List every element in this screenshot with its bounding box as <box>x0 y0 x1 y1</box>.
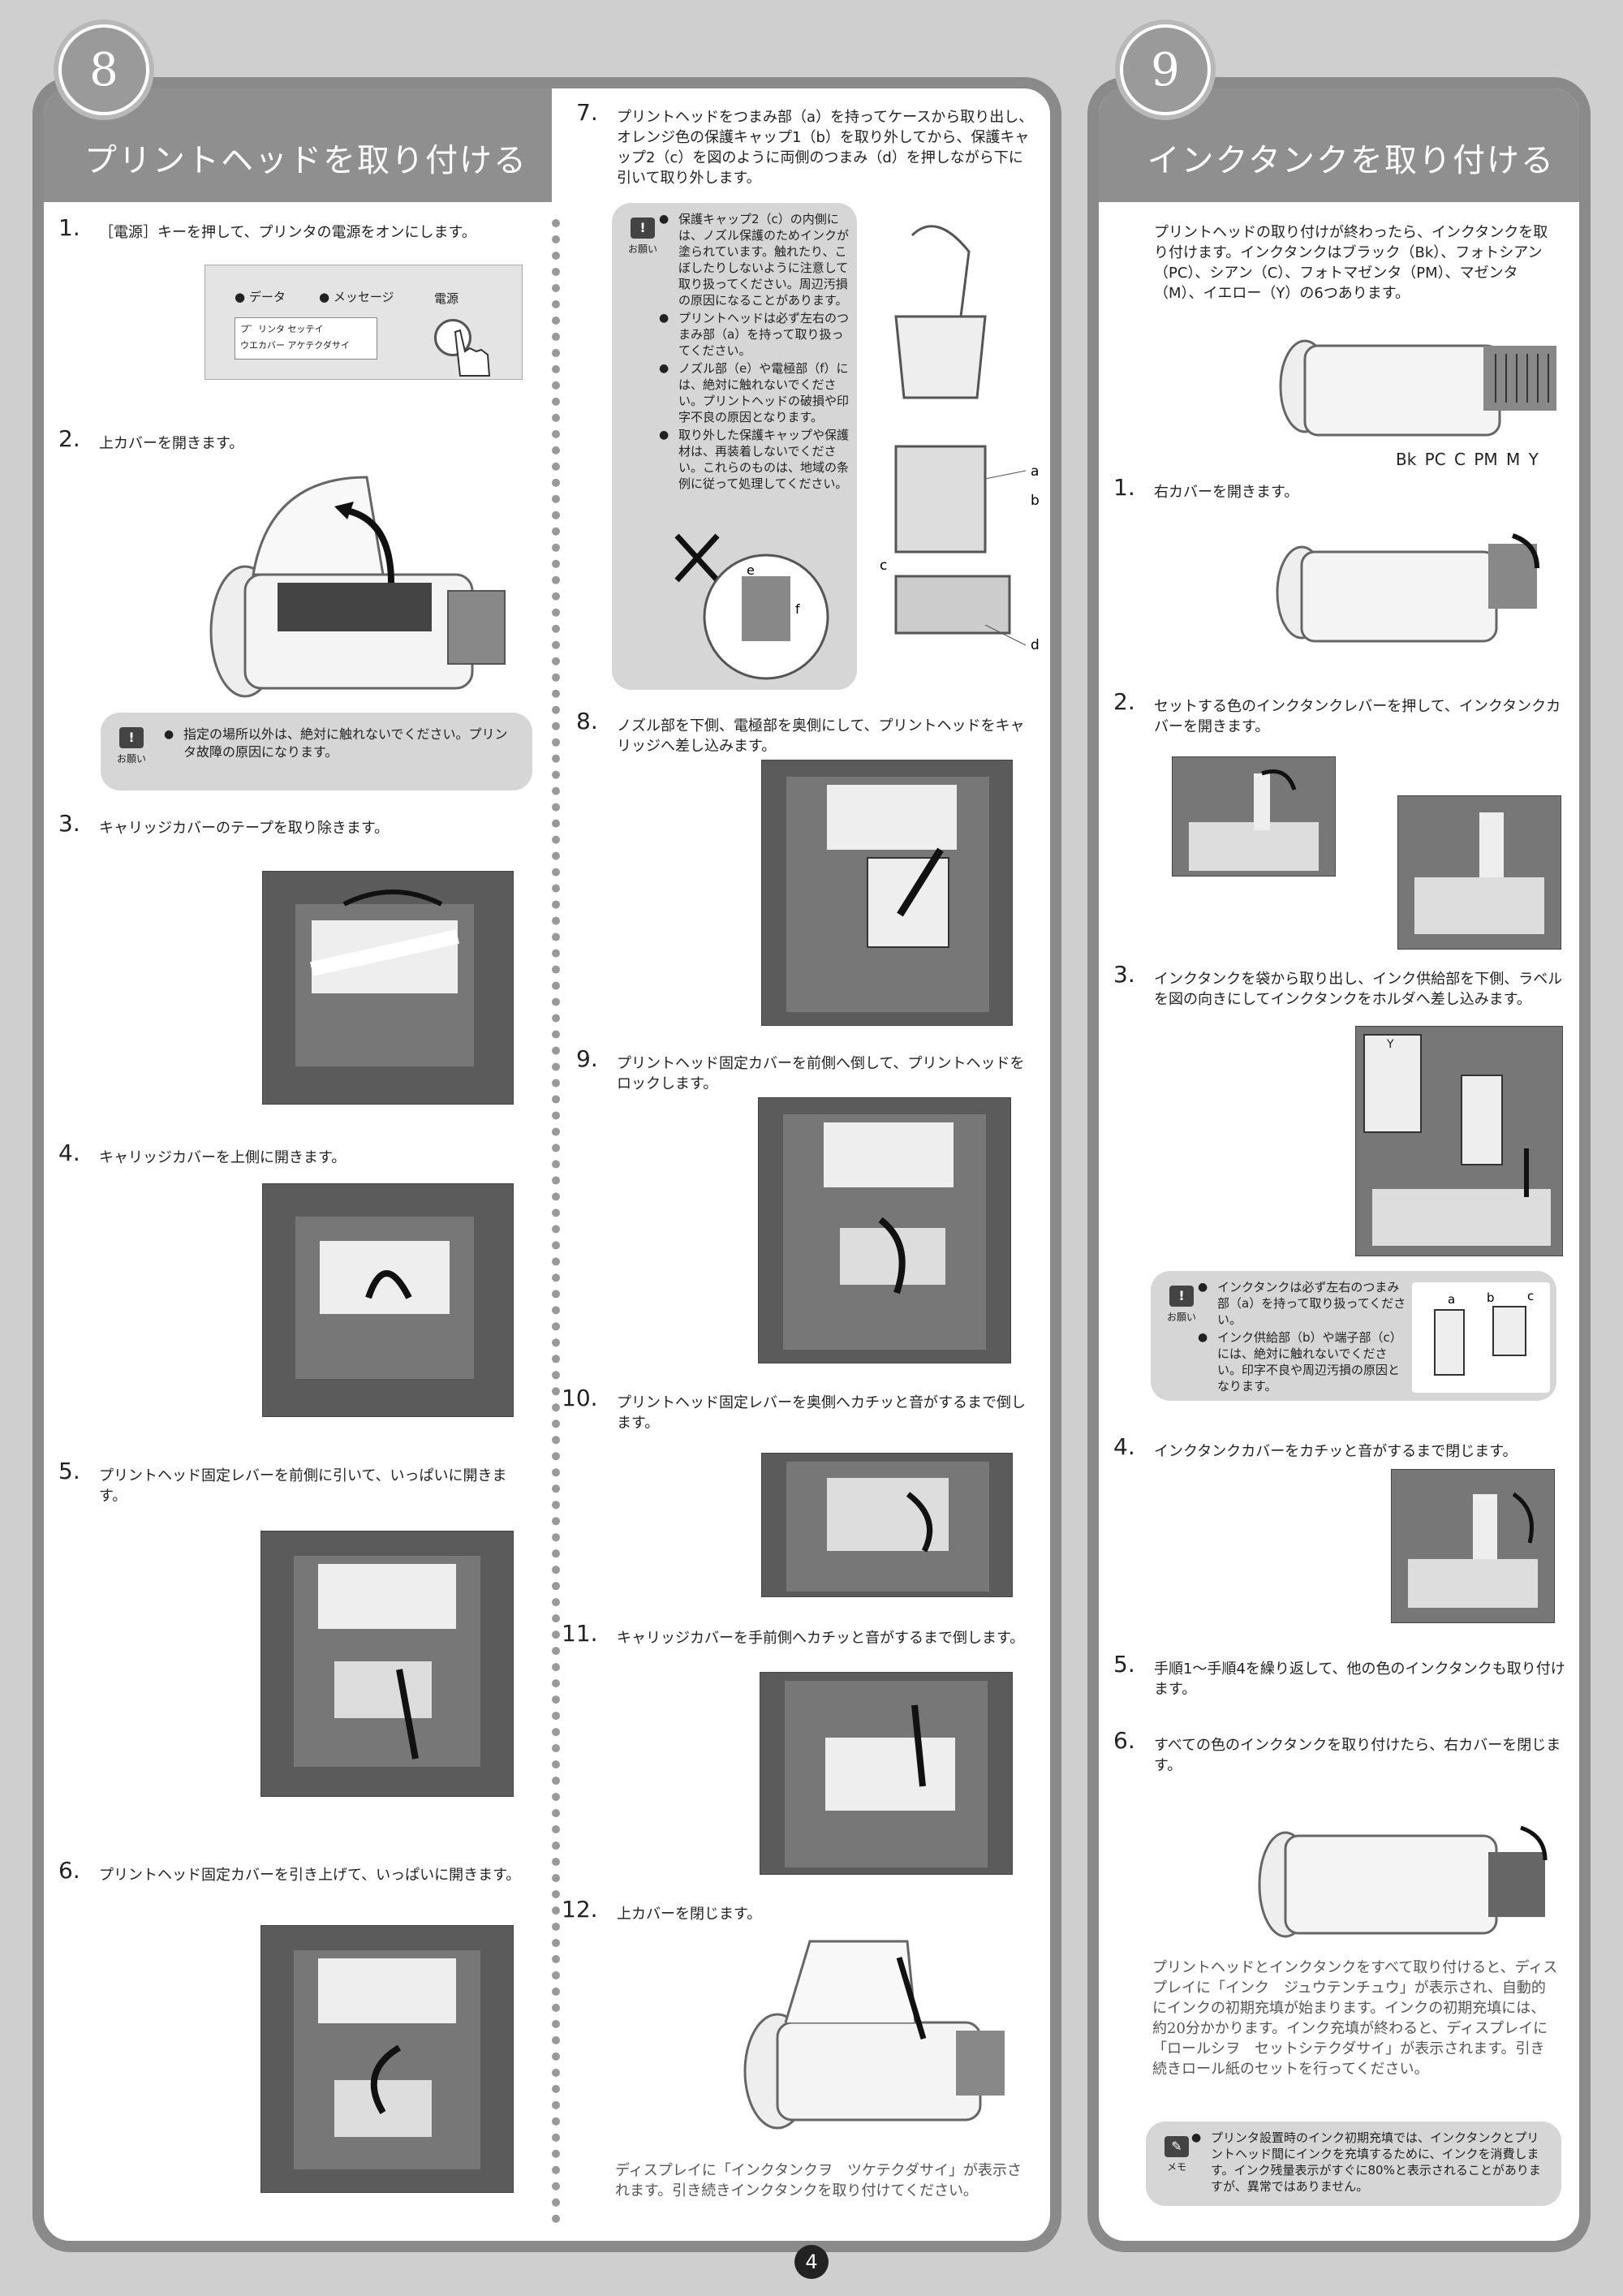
section-8-closing: ディスプレイに「インクタンクヲ ツケテクダサイ」が表示されます。引き続きインクタ… <box>615 2162 1022 2199</box>
step-9-1: 1. 右カバーを開きます。 <box>1113 474 1299 502</box>
note-step-8-7: !お願い 保護キャップ2（c）の内側には、ノズル保護のためインクが塗られています… <box>612 203 857 690</box>
ink-cover-open-figure <box>1397 795 1561 950</box>
fig-letter-f: f <box>795 601 800 617</box>
step-8-2: 2. 上カバーを開きます。 <box>58 425 244 453</box>
control-panel-figure: ● データ ● メッセージ 電源 プ゛リンタ セッテイ ウエカバー アケテクダサ… <box>204 265 523 380</box>
fig-letter-d: d <box>1031 637 1040 653</box>
power-button[interactable] <box>434 319 471 356</box>
close-top-cover-figure <box>737 1933 1013 2133</box>
step-8-12: 12. 上カバーを閉じます。 <box>562 1896 762 1923</box>
lcd-line-2: ウエカバー アケテクダサイ <box>240 340 350 351</box>
ink-fig-letter-c: c <box>1527 1289 1534 1303</box>
open-right-cover-figure <box>1269 519 1561 657</box>
section-8-badge: 8 <box>58 24 149 115</box>
step-9-6: 6. すべての色のインクタンクを取り付けたら、右カバーを閉じます。 <box>1113 1727 1561 1775</box>
lock-head-figure <box>758 1097 1011 1363</box>
print-head-removal-figure: a b c d <box>863 203 1050 690</box>
ink-tank-parts-figure: a b c <box>1412 1282 1550 1393</box>
step-9-3: 3. インクタンクを袋から取り出し、インク供給部を下側、ラベルを図の向きにしてイ… <box>1113 961 1563 1009</box>
step-8-11: 11. キャリッジカバーを手前側へカチッと音がするまで倒します。 <box>562 1620 1025 1648</box>
ink-color-labels: Bk PC C PM M Y <box>1396 450 1539 469</box>
do-not-touch-figure: e f <box>674 533 829 680</box>
power-label: 電源 <box>434 291 459 306</box>
section-9-closing: プリントヘッドとインクタンクをすべて取り付けると、ディスプレイに「インク ジュウ… <box>1152 1959 1558 2078</box>
data-indicator-label: ● データ <box>235 290 286 304</box>
fig-letter-a: a <box>1031 463 1039 480</box>
head-lever-figure <box>260 1531 514 1797</box>
insert-head-figure <box>761 760 1013 1026</box>
step-8-4: 4. キャリッジカバーを上側に開きます。 <box>58 1139 347 1167</box>
step-8-9: 9. プリントヘッド固定カバーを前側へ倒して、プリントヘッドをロックします。 <box>576 1045 1025 1093</box>
notice-icon: !お願い <box>1165 1286 1198 1326</box>
head-lever-close-figure <box>761 1453 1013 1597</box>
message-indicator-label: ● メッセージ <box>319 290 394 304</box>
printer-open-cover-figure <box>204 469 513 704</box>
insert-ink-tank-figure: Y <box>1355 1026 1563 1256</box>
section-9-intro: プリントヘッドの取り付けが終わったら、インクタンクを取り付けます。インクタンクは… <box>1154 224 1548 302</box>
head-cover-figure <box>260 1925 514 2193</box>
fig-letter-e: e <box>747 562 755 578</box>
page-number: 4 <box>794 2245 829 2279</box>
fig-letter-b: b <box>1031 493 1040 509</box>
step-9-5: 5. 手順1～手順4を繰り返して、他の色のインクタンクも取り付けます。 <box>1113 1651 1565 1699</box>
note-text: 指定の場所以外は、絶対に触れないでください。プリンタ故障の原因になります。 <box>164 726 518 761</box>
ink-lever-figure <box>1172 756 1336 877</box>
step-9-2: 2. セットする色のインクタンクレバーを押して、インクタンクカバーを開きます。 <box>1113 688 1561 736</box>
step-8-6: 6. プリントヘッド固定カバーを引き上げて、いっぱいに開きます。 <box>58 1857 521 1885</box>
lcd-line-1: プ゛リンタ セッテイ <box>240 324 324 334</box>
section-9-badge: 9 <box>1120 24 1211 115</box>
ink-tank-label: Y <box>1387 1038 1394 1051</box>
fig-letter-c: c <box>880 558 887 574</box>
step-9-4: 4. インクタンクカバーをカチッと音がするまで閉じます。 <box>1113 1433 1518 1461</box>
step-8-3: 3. キャリッジカバーのテープを取り除きます。 <box>58 810 390 838</box>
section-8-title: プリントヘッドを取り付ける <box>84 142 527 179</box>
lcd-display: プ゛リンタ セッテイ ウエカバー アケテクダサイ <box>235 317 377 360</box>
section-9-header: インクタンクを取り付ける <box>1099 88 1579 202</box>
note-step-9-3: !お願い インクタンクは必ず左右のつまみ部（a）を持って取り扱ってください。 イ… <box>1151 1271 1556 1401</box>
carriage-cover-open-figure <box>262 1183 514 1417</box>
carriage-cover-close-figure <box>760 1672 1013 1875</box>
carriage-tape-figure <box>262 871 514 1105</box>
step-8-1: 1. ［電源］キーを押して、プリンタの電源をオンにします。 <box>58 214 476 242</box>
memo-text: プリンタ設置時のインク初期充填では、インクタンクとプリントヘッド間にインクを充填… <box>1191 2130 1548 2195</box>
ink-fig-letter-b: b <box>1487 1290 1495 1305</box>
close-right-cover-figure <box>1253 1795 1561 1962</box>
step-8-8: 8. ノズル部を下側、電極部を奥側にして、プリントヘッドをキャリッジへ差し込みま… <box>576 708 1025 756</box>
memo-icon: ✎メモ <box>1160 2136 1193 2175</box>
close-ink-cover-figure <box>1391 1469 1555 1623</box>
memo-box: ✎メモ プリンタ設置時のインク初期充填では、インクタンクとプリントヘッド間にイン… <box>1146 2122 1561 2206</box>
notice-icon: !お願い <box>626 218 659 258</box>
column-divider <box>552 219 560 2224</box>
note-step-8-2: !お願い 指定の場所以外は、絶対に触れないでください。プリンタ故障の原因になりま… <box>101 713 532 790</box>
printer-illustration <box>209 476 506 698</box>
notice-icon: !お願い <box>115 727 148 768</box>
step-8-7: 7. プリントヘッドをつまみ部（a）を持ってケースから取り出し、オレンジ色の保護… <box>576 99 1034 187</box>
step-8-5: 5. プリントヘッド固定レバーを前側に引いて、いっぱいに開きます。 <box>58 1458 507 1506</box>
step-8-10: 10. プリントヘッド固定レバーを奥側へカチッと音がするまで倒します。 <box>562 1385 1026 1432</box>
ink-fig-letter-a: a <box>1448 1292 1455 1307</box>
section-9-title: インクタンクを取り付ける <box>1147 142 1555 179</box>
pressing-hand-icon <box>454 329 491 377</box>
printer-ink-overview-figure: Bk PC C PM M Y <box>1272 305 1565 471</box>
